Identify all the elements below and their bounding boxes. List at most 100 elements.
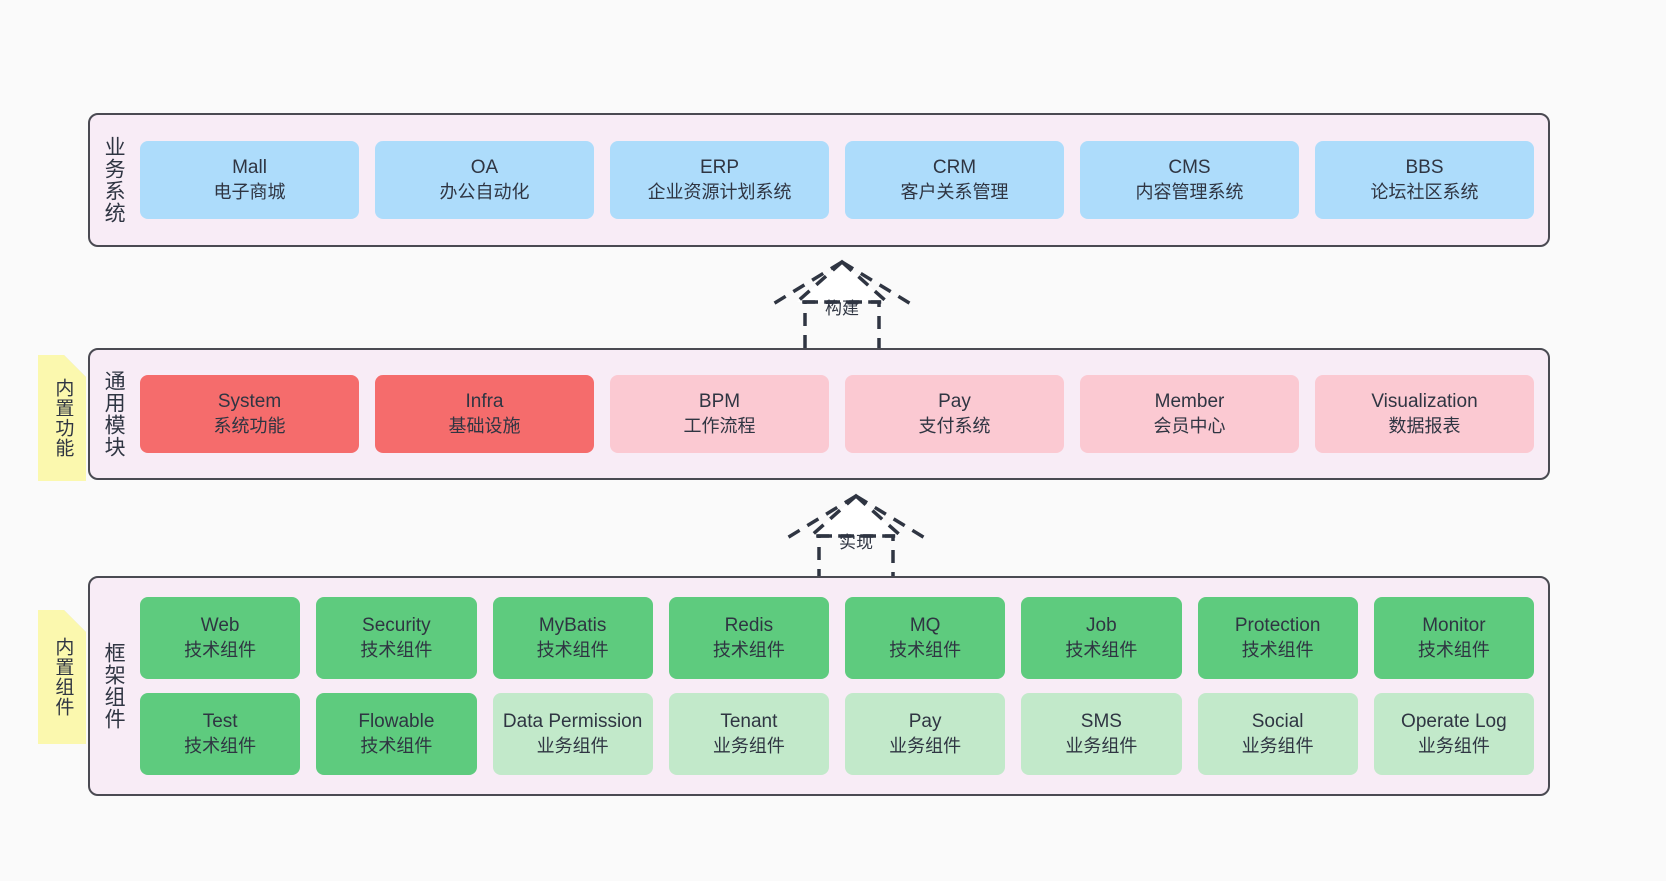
module-card-subtitle: 业务组件 xyxy=(712,735,785,756)
module-card[interactable]: Visualization 数据报表 xyxy=(1315,375,1534,453)
module-card-subtitle: 技术组件 xyxy=(184,639,257,660)
module-card[interactable]: Data Permission 业务组件 xyxy=(492,693,653,775)
note-builtin-functions: 内置功能 xyxy=(38,355,86,481)
module-card-name: Data Permission xyxy=(502,710,643,732)
module-card-subtitle: 论坛社区系统 xyxy=(1370,181,1479,202)
module-card[interactable]: Protection 技术组件 xyxy=(1197,597,1358,679)
module-card[interactable]: Infra 基础设施 xyxy=(375,375,594,453)
module-card[interactable]: Test 技术组件 xyxy=(140,693,301,775)
band-business-systems: 业务系统 Mall 电子商城 OA 办公自动化 ERP 企业资源计划系统 CRM 客户关系管理… xyxy=(88,113,1550,247)
note-builtin-functions-label: 内置功能 xyxy=(52,378,74,458)
note-builtin-components: 内置组件 xyxy=(38,610,86,744)
connector-build-label: 构建 xyxy=(825,299,859,318)
module-card-name: Job xyxy=(1086,614,1117,636)
module-card-name: Protection xyxy=(1234,614,1321,636)
module-card-subtitle: 技术组件 xyxy=(1417,639,1490,660)
module-card[interactable]: Redis 技术组件 xyxy=(668,597,829,679)
module-card-subtitle: 会员中心 xyxy=(1153,415,1226,436)
module-card-name: MyBatis xyxy=(538,614,607,636)
module-card-subtitle: 办公自动化 xyxy=(439,181,530,202)
module-card-subtitle: 业务组件 xyxy=(1241,735,1314,756)
module-card-subtitle: 数据报表 xyxy=(1388,415,1461,436)
module-card[interactable]: ERP 企业资源计划系统 xyxy=(610,141,829,219)
module-card-subtitle: 客户关系管理 xyxy=(900,181,1009,202)
generalization-arrowhead-icon xyxy=(792,259,892,304)
module-card-name: Mall xyxy=(232,156,267,178)
module-card-name: Social xyxy=(1251,710,1304,732)
module-card-subtitle: 技术组件 xyxy=(360,639,433,660)
module-card-subtitle: 企业资源计划系统 xyxy=(647,181,792,202)
module-card[interactable]: BPM 工作流程 xyxy=(610,375,829,453)
connector-build: 构建 xyxy=(757,258,927,358)
connector-realize-label: 实现 xyxy=(839,533,873,552)
module-card-subtitle: 工作流程 xyxy=(683,415,756,436)
module-card[interactable]: Job 技术组件 xyxy=(1021,597,1182,679)
module-card-name: Pay xyxy=(938,390,971,412)
module-card[interactable]: Flowable 技术组件 xyxy=(316,693,477,775)
module-card[interactable]: Tenant 业务组件 xyxy=(668,693,829,775)
module-card-name: Tenant xyxy=(720,710,778,732)
band-framework-components-caption: 框架组件 xyxy=(102,642,126,730)
module-card-name: ERP xyxy=(699,156,740,178)
module-card-name: SMS xyxy=(1080,710,1122,732)
module-card-name: Flowable xyxy=(358,710,435,732)
module-card[interactable]: Web 技术组件 xyxy=(140,597,301,679)
note-builtin-components-label: 内置组件 xyxy=(52,637,74,717)
module-card-name: CRM xyxy=(932,156,977,178)
module-card-name: Monitor xyxy=(1422,614,1486,636)
module-card-name: Web xyxy=(200,614,240,636)
module-card-subtitle: 业务组件 xyxy=(1417,735,1490,756)
module-card-subtitle: 电子商城 xyxy=(213,181,286,202)
module-card[interactable]: OA 办公自动化 xyxy=(375,141,594,219)
module-card[interactable]: Social 业务组件 xyxy=(1197,693,1358,775)
band-business-systems-row: Mall 电子商城 OA 办公自动化 ERP 企业资源计划系统 CRM 客户关系管理 CMS 内容… xyxy=(140,141,1534,219)
module-card-name: Visualization xyxy=(1371,390,1478,412)
module-card[interactable]: Monitor 技术组件 xyxy=(1373,597,1534,679)
module-card-subtitle: 业务组件 xyxy=(889,735,962,756)
module-card-name: BPM xyxy=(698,390,741,412)
module-card[interactable]: BBS 论坛社区系统 xyxy=(1315,141,1534,219)
module-card[interactable]: CMS 内容管理系统 xyxy=(1080,141,1299,219)
module-card[interactable]: Member 会员中心 xyxy=(1080,375,1299,453)
module-card-subtitle: 技术组件 xyxy=(536,639,609,660)
module-card-subtitle: 业务组件 xyxy=(1065,735,1138,756)
module-card-name: OA xyxy=(470,156,499,178)
module-card-name: BBS xyxy=(1405,156,1444,178)
module-card-name: CMS xyxy=(1168,156,1211,178)
module-card-subtitle: 内容管理系统 xyxy=(1135,181,1244,202)
module-card-name: Redis xyxy=(724,614,774,636)
band-business-systems-caption: 业务系统 xyxy=(102,136,126,224)
band-business-systems-body: Mall 电子商城 OA 办公自动化 ERP 企业资源计划系统 CRM 客户关系管理 CMS 内容… xyxy=(136,115,1548,245)
module-card-subtitle: 技术组件 xyxy=(1065,639,1138,660)
module-card-subtitle: 系统功能 xyxy=(213,415,286,436)
module-card-subtitle: 业务组件 xyxy=(536,735,609,756)
module-card-name: Member xyxy=(1154,390,1225,412)
module-card-name: MQ xyxy=(909,614,941,636)
module-card[interactable]: SMS 业务组件 xyxy=(1021,693,1182,775)
module-card[interactable]: MyBatis 技术组件 xyxy=(492,597,653,679)
module-card[interactable]: Operate Log 业务组件 xyxy=(1373,693,1534,775)
module-card-subtitle: 技术组件 xyxy=(712,639,785,660)
module-card-name: Infra xyxy=(465,390,504,412)
module-card-subtitle: 技术组件 xyxy=(184,735,257,756)
module-card[interactable]: Mall 电子商城 xyxy=(140,141,359,219)
module-card-subtitle: 技术组件 xyxy=(1241,639,1314,660)
module-card-name: Operate Log xyxy=(1401,710,1507,732)
module-card-subtitle: 基础设施 xyxy=(448,415,521,436)
module-card-subtitle: 技术组件 xyxy=(360,735,433,756)
module-card-name: Test xyxy=(202,710,238,732)
generalization-arrowhead-icon xyxy=(806,493,906,538)
module-card[interactable]: CRM 客户关系管理 xyxy=(845,141,1064,219)
